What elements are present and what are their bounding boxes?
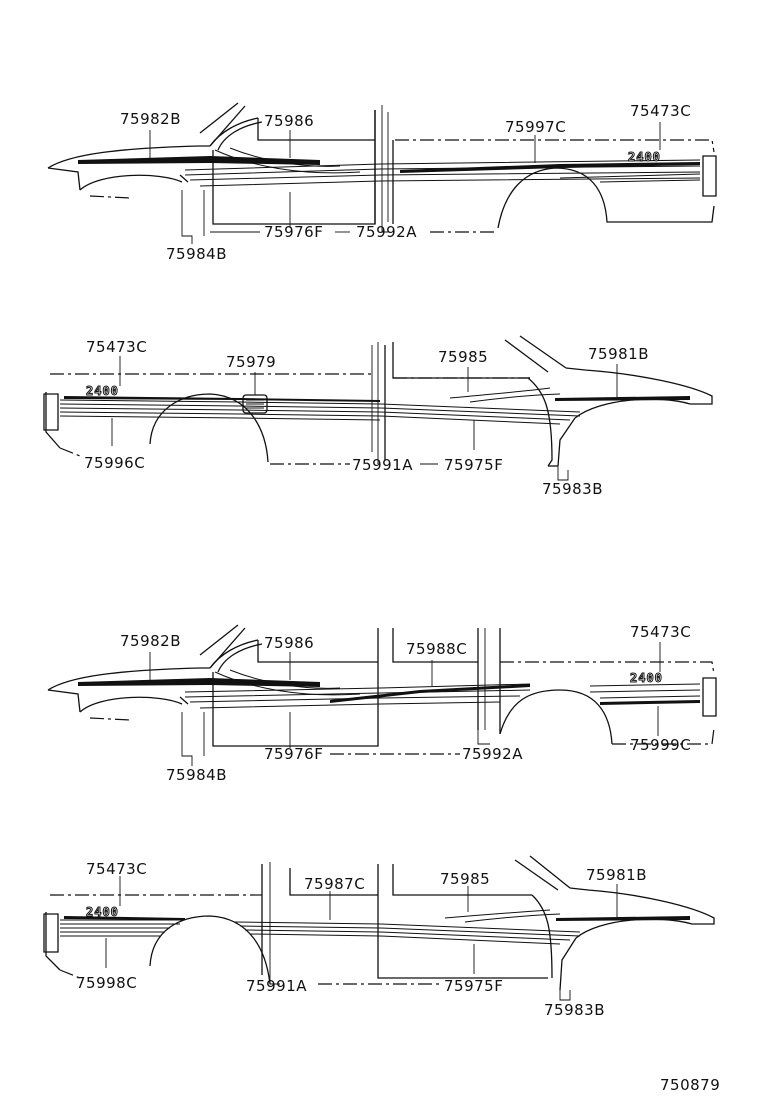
part-label-75997C: 75997C	[505, 118, 566, 136]
view-1-right-side: 2400 75982B 75986 75997C 75473C 75976F 7…	[47, 102, 717, 263]
part-label-75976F: 75976F	[264, 223, 323, 241]
part-label-75991A: 75991A	[352, 456, 413, 474]
leader-lines	[111, 356, 618, 481]
part-label-75473C: 75473C	[630, 102, 691, 120]
part-label-75999C: 75999C	[630, 736, 691, 754]
truck-body-outline	[47, 624, 717, 755]
truck-body-outline	[43, 855, 715, 991]
part-label-75473C: 75473C	[86, 860, 147, 878]
part-label-75982B: 75982B	[120, 110, 181, 128]
part-label-75986: 75986	[264, 634, 314, 652]
truck-body-outline	[47, 102, 717, 233]
part-label-75991A: 75991A	[246, 977, 307, 995]
part-label-75982B: 75982B	[120, 632, 181, 650]
emblem-2400: 2400	[628, 150, 661, 164]
part-label-75975F: 75975F	[444, 456, 503, 474]
stripe-decals	[59, 387, 690, 425]
part-label-75473C: 75473C	[86, 338, 147, 356]
part-label-75983B: 75983B	[544, 1001, 605, 1019]
emblem-2400: 2400	[630, 671, 663, 685]
diagram-number: 750879	[660, 1076, 720, 1094]
part-label-75986: 75986	[264, 112, 314, 130]
leader-lines	[105, 876, 618, 1001]
part-label-75996C: 75996C	[84, 454, 145, 472]
stripe-decals	[60, 909, 690, 945]
emblem-2400: 2400	[86, 384, 119, 398]
part-label-75998C: 75998C	[76, 974, 137, 992]
leader-lines	[149, 642, 661, 766]
part-label-75985: 75985	[438, 348, 488, 366]
view-4-left-side: 2400 75473C 75987C 75985 75981B 75998C 7…	[43, 855, 715, 1019]
emblem-2400: 2400	[86, 905, 119, 919]
part-label-75981B: 75981B	[586, 866, 647, 884]
part-label-75984B: 75984B	[166, 245, 227, 263]
part-label-75975F: 75975F	[444, 977, 503, 995]
stripe-decals	[78, 147, 701, 187]
part-label-75473C: 75473C	[630, 623, 691, 641]
view-3-right-side: 2400 75982B 75986 75988C 75473C 75976F 7…	[47, 623, 717, 784]
part-label-75979: 75979	[226, 353, 276, 371]
part-label-75992A: 75992A	[462, 745, 523, 763]
part-label-75981B: 75981B	[588, 345, 649, 363]
view-2-left-side: 2400 75473C 75979 75985 75981B 75996C 75…	[43, 335, 713, 498]
part-label-75976F: 75976F	[264, 745, 323, 763]
part-label-75983B: 75983B	[542, 480, 603, 498]
leader-lines	[149, 122, 661, 244]
part-label-75987C: 75987C	[304, 875, 365, 893]
stripe-decals	[78, 669, 701, 709]
part-label-75984B: 75984B	[166, 766, 227, 784]
part-label-75992A: 75992A	[356, 223, 417, 241]
part-label-75985: 75985	[440, 870, 490, 888]
truck-body-outline	[43, 335, 713, 467]
part-label-75988C: 75988C	[406, 640, 467, 658]
